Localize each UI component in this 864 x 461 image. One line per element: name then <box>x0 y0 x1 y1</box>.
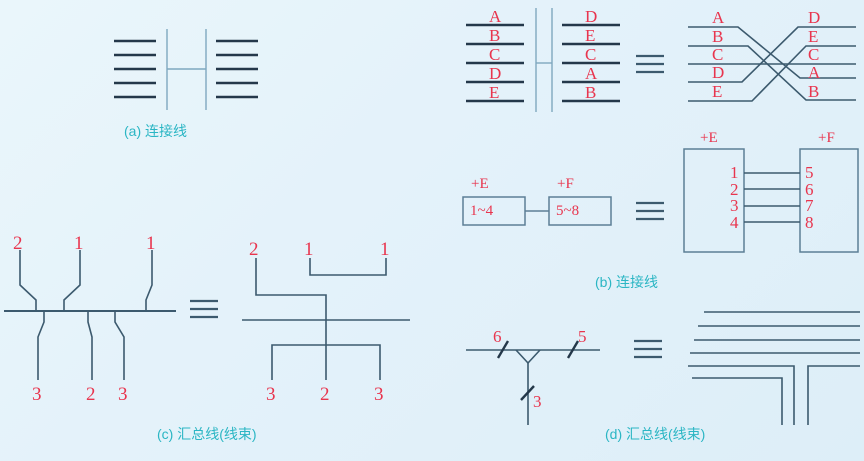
panel-c-right-bottom-label-1: 3 <box>266 384 276 405</box>
bundle-right-label-1: D <box>585 7 598 26</box>
expanded-box-right-pin-5: 5 <box>805 163 814 182</box>
expanded-box-left-pin-3: 3 <box>730 196 739 215</box>
expanded-left-label-a: A <box>712 8 725 27</box>
expanded-right-label-4: A <box>808 63 821 82</box>
panel-c-right-top-label-1: 2 <box>249 239 259 260</box>
bundle-left-label-d: D <box>489 64 502 83</box>
panel-d-slash-label-5: 5 <box>578 327 587 346</box>
expanded-right-label-3: C <box>808 45 820 64</box>
expanded-left-label-b: B <box>712 27 724 46</box>
panel-c-right-bottom-label-2: 2 <box>320 384 330 405</box>
caption-panel-d: (d) 汇总线(线束) <box>605 426 706 442</box>
expanded-box-right-pin-7: 7 <box>805 196 814 215</box>
connector-box-left-text: 1~4 <box>470 203 494 219</box>
bundle-left-label-b: B <box>489 26 501 45</box>
expanded-box-right-pin-8: 8 <box>805 213 814 232</box>
connector-box-right-text: 5~8 <box>556 203 580 219</box>
expanded-right-label-5: B <box>808 82 820 101</box>
bundle-right-label-5: B <box>585 83 597 102</box>
panel-c-left-bottom-label-2: 2 <box>86 384 96 405</box>
bundle-right-label-2: E <box>585 26 596 45</box>
panel-c-left-top-label-2: 1 <box>74 233 84 254</box>
panel-c-right-top-label-3: 1 <box>380 239 390 260</box>
connector-box-right-tag: +F <box>557 176 574 192</box>
bundle-left-label-e: E <box>489 83 500 102</box>
expanded-right-label-1: D <box>808 8 821 27</box>
expanded-left-label-c: C <box>712 45 724 64</box>
expanded-box-left-pin-2: 2 <box>730 180 739 199</box>
expanded-box-right-pin-6: 6 <box>805 180 814 199</box>
bundle-left-label-a: A <box>489 7 502 26</box>
panel-d-slash-label-3: 3 <box>533 392 542 411</box>
bundle-left-label-c: C <box>489 45 501 64</box>
expanded-left-label-d: D <box>712 63 725 82</box>
bundle-right-label-3: C <box>585 45 597 64</box>
panel-c-left-bottom-label-1: 3 <box>32 384 42 405</box>
connector-box-left-tag: +E <box>471 176 489 192</box>
caption-panel-b: (b) 连接线 <box>595 274 658 290</box>
bundle-right-label-4: A <box>585 64 598 83</box>
panel-c-right-top-label-2: 1 <box>304 239 314 260</box>
expanded-right-label-2: E <box>808 27 819 46</box>
panel-d-slash-label-6: 6 <box>493 327 502 346</box>
panel-c-left-bottom-label-3: 3 <box>118 384 128 405</box>
expanded-box-left-pin-1: 1 <box>730 163 739 182</box>
caption-panel-c: (c) 汇总线(线束) <box>157 426 257 442</box>
panel-c-left-top-label-3: 1 <box>146 233 156 254</box>
panel-c-left-top-label-1: 2 <box>13 233 23 254</box>
caption-panel-a: (a) 连接线 <box>124 123 187 139</box>
expanded-box-right-tag: +F <box>818 130 835 146</box>
expanded-box-left-pin-4: 4 <box>730 213 739 232</box>
expanded-left-label-e: E <box>712 82 723 101</box>
expanded-box-left-tag: +E <box>700 130 718 146</box>
panel-c-right-bottom-label-3: 3 <box>374 384 384 405</box>
